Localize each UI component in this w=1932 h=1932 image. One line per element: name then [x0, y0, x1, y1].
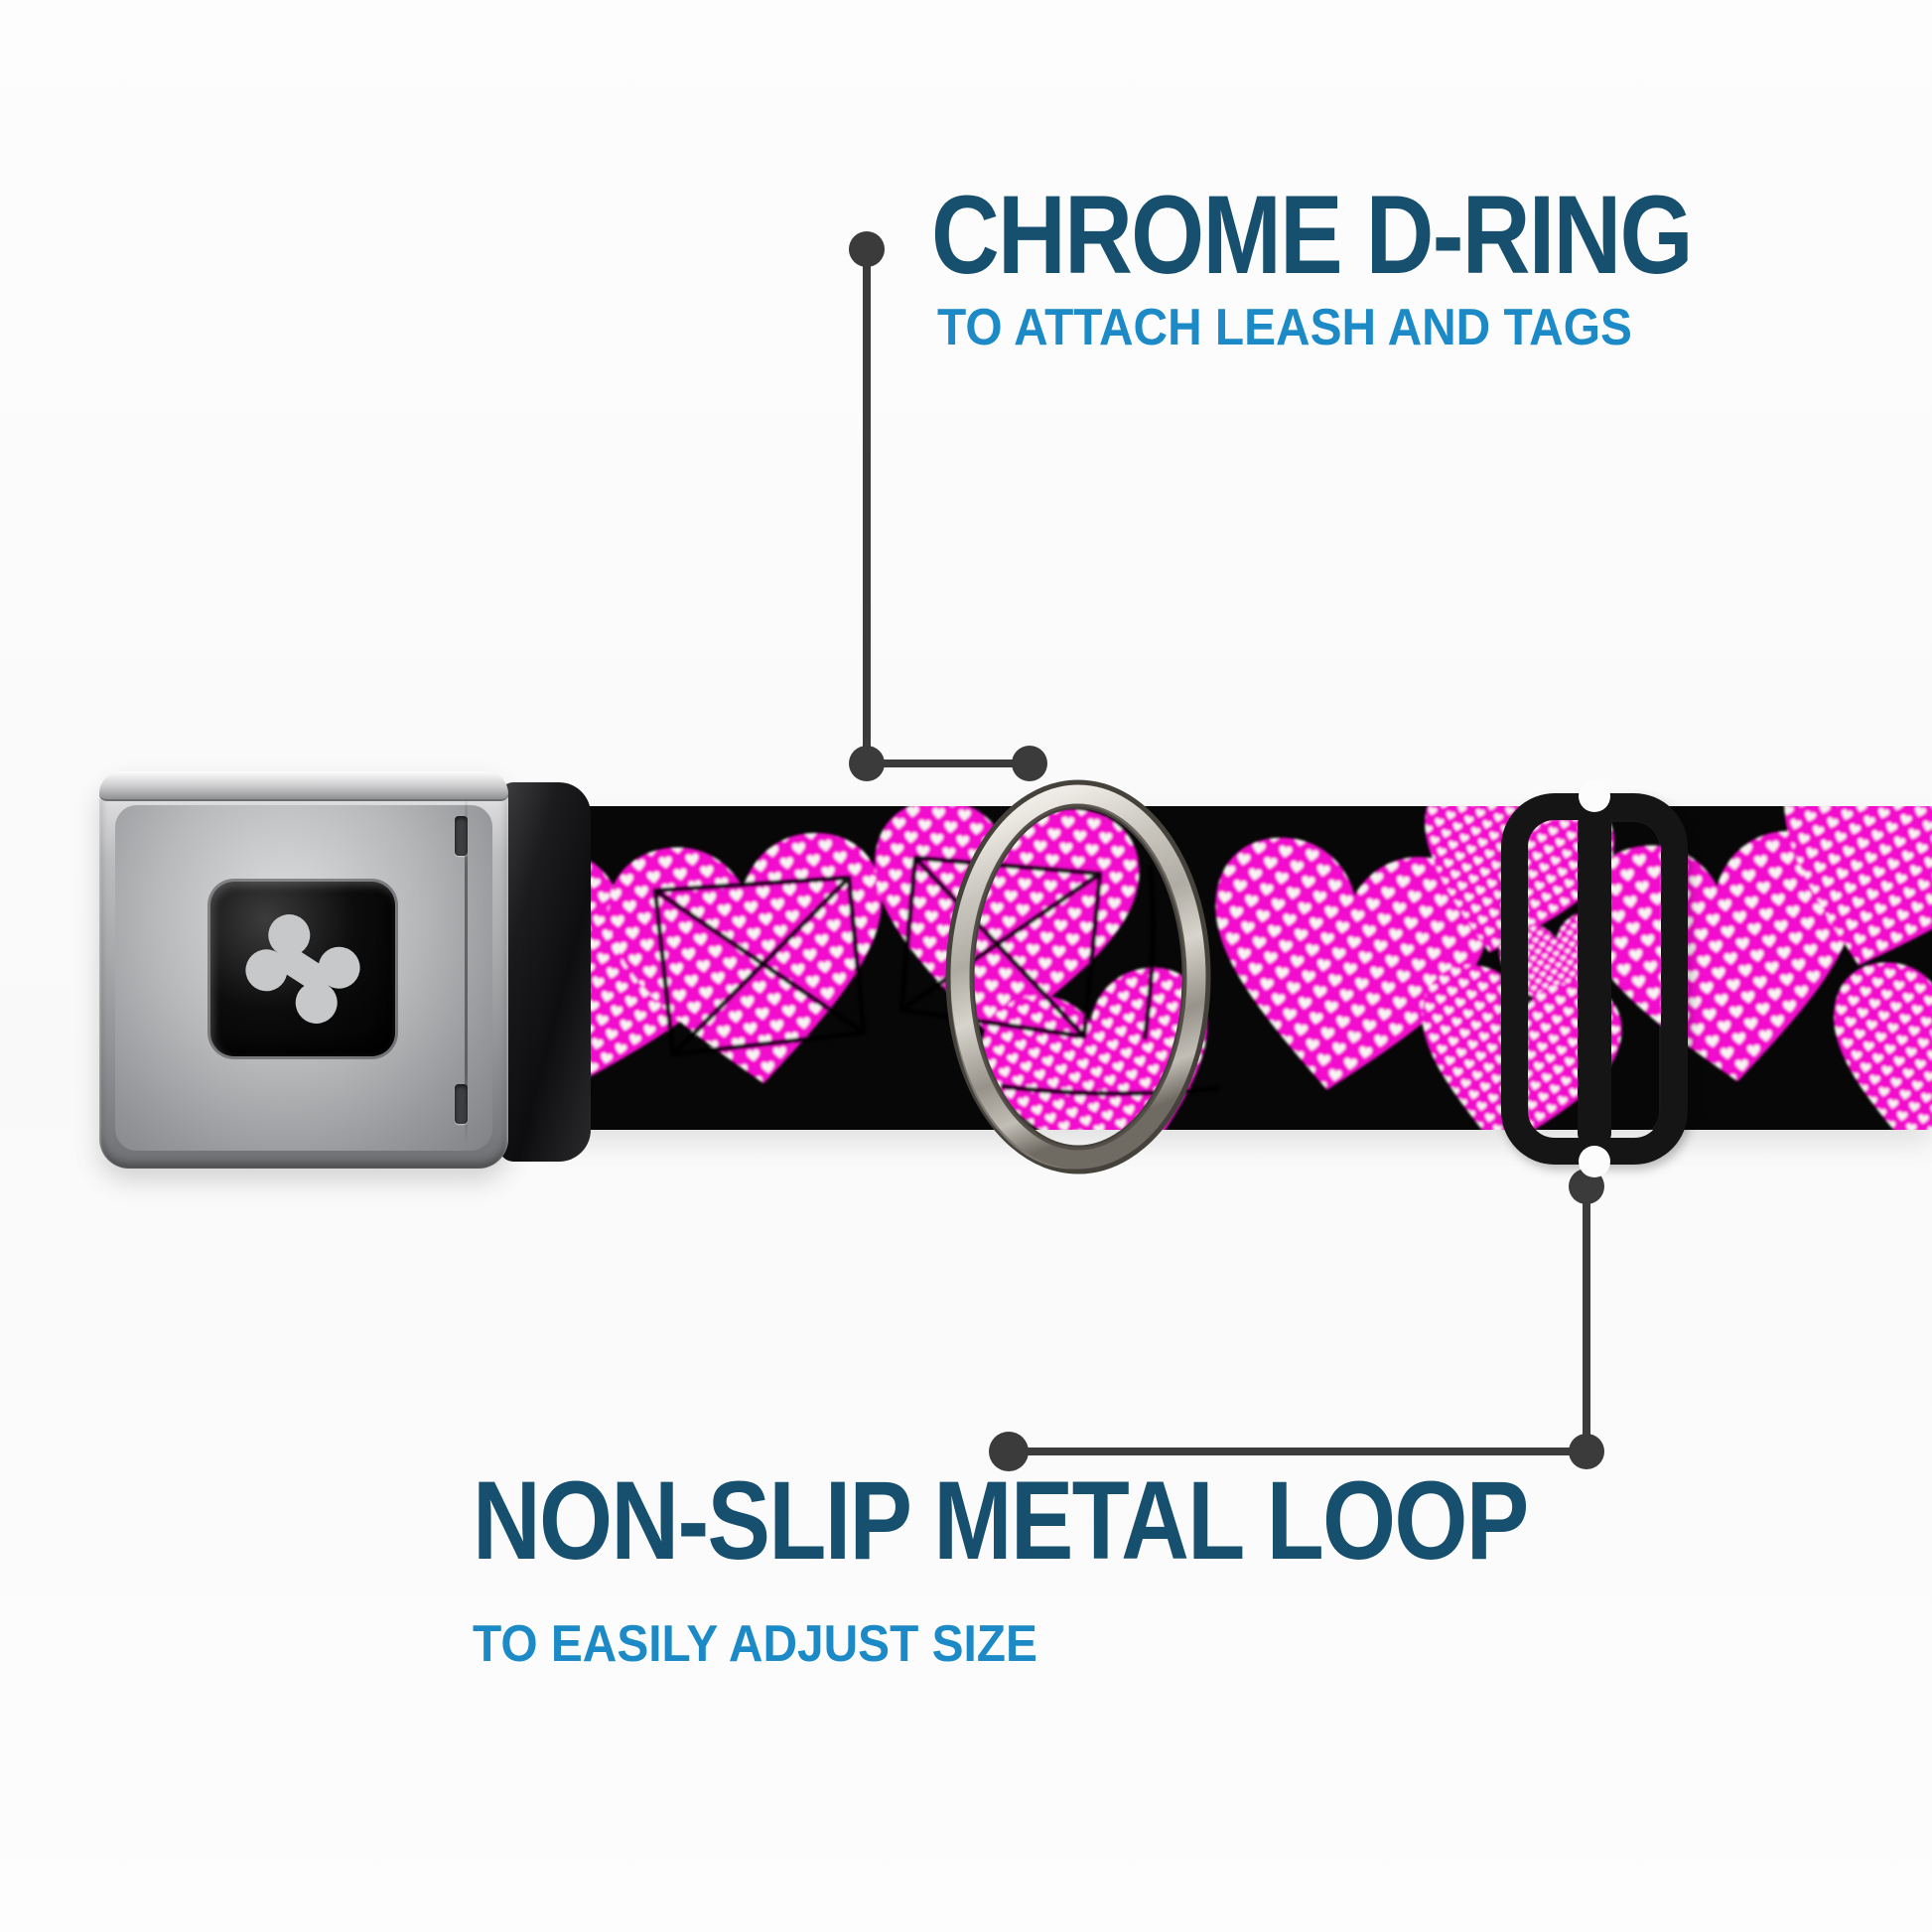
collar-strap: [536, 806, 1932, 1130]
callout-line-horizontal: [867, 759, 1030, 767]
buckle-latch-slot: [455, 816, 468, 856]
buckle-center-emblem: [210, 882, 395, 1056]
strap-heart-pattern: [536, 806, 1932, 1130]
buckle-seam: [465, 795, 468, 1145]
buckle-latch-slot: [455, 1084, 468, 1124]
top-callout-subtitle: TO ATTACH LEASH AND TAGS: [937, 299, 1632, 356]
top-callout-title: CHROME D-RING: [931, 173, 1694, 297]
slider-notch: [1579, 780, 1610, 812]
seatbelt-buckle: [99, 771, 508, 1169]
callout-line-horizontal: [1009, 1448, 1587, 1455]
callout-dot: [1012, 746, 1047, 781]
metal-loop-slider: [1501, 780, 1688, 1177]
slider-notch: [1579, 1146, 1610, 1177]
bottom-callout-subtitle: TO EASILY ADJUST SIZE: [473, 1615, 1037, 1673]
callout-line-vertical: [863, 253, 871, 763]
printed-thread-lines: [652, 855, 1220, 1097]
chrome-d-ring: [945, 779, 1211, 1174]
dog-bone-icon: [245, 914, 360, 1024]
pattern-hearts: [536, 806, 1932, 1130]
buckle-top-bar: [99, 771, 508, 801]
callout-dot: [989, 1432, 1029, 1471]
bottom-callout-title: NON-SLIP METAL LOOP: [473, 1458, 1529, 1583]
callout-line-vertical: [1583, 1186, 1590, 1451]
buckle-strap-clamp: [499, 782, 591, 1162]
slider-center-bar: [1578, 814, 1611, 1144]
